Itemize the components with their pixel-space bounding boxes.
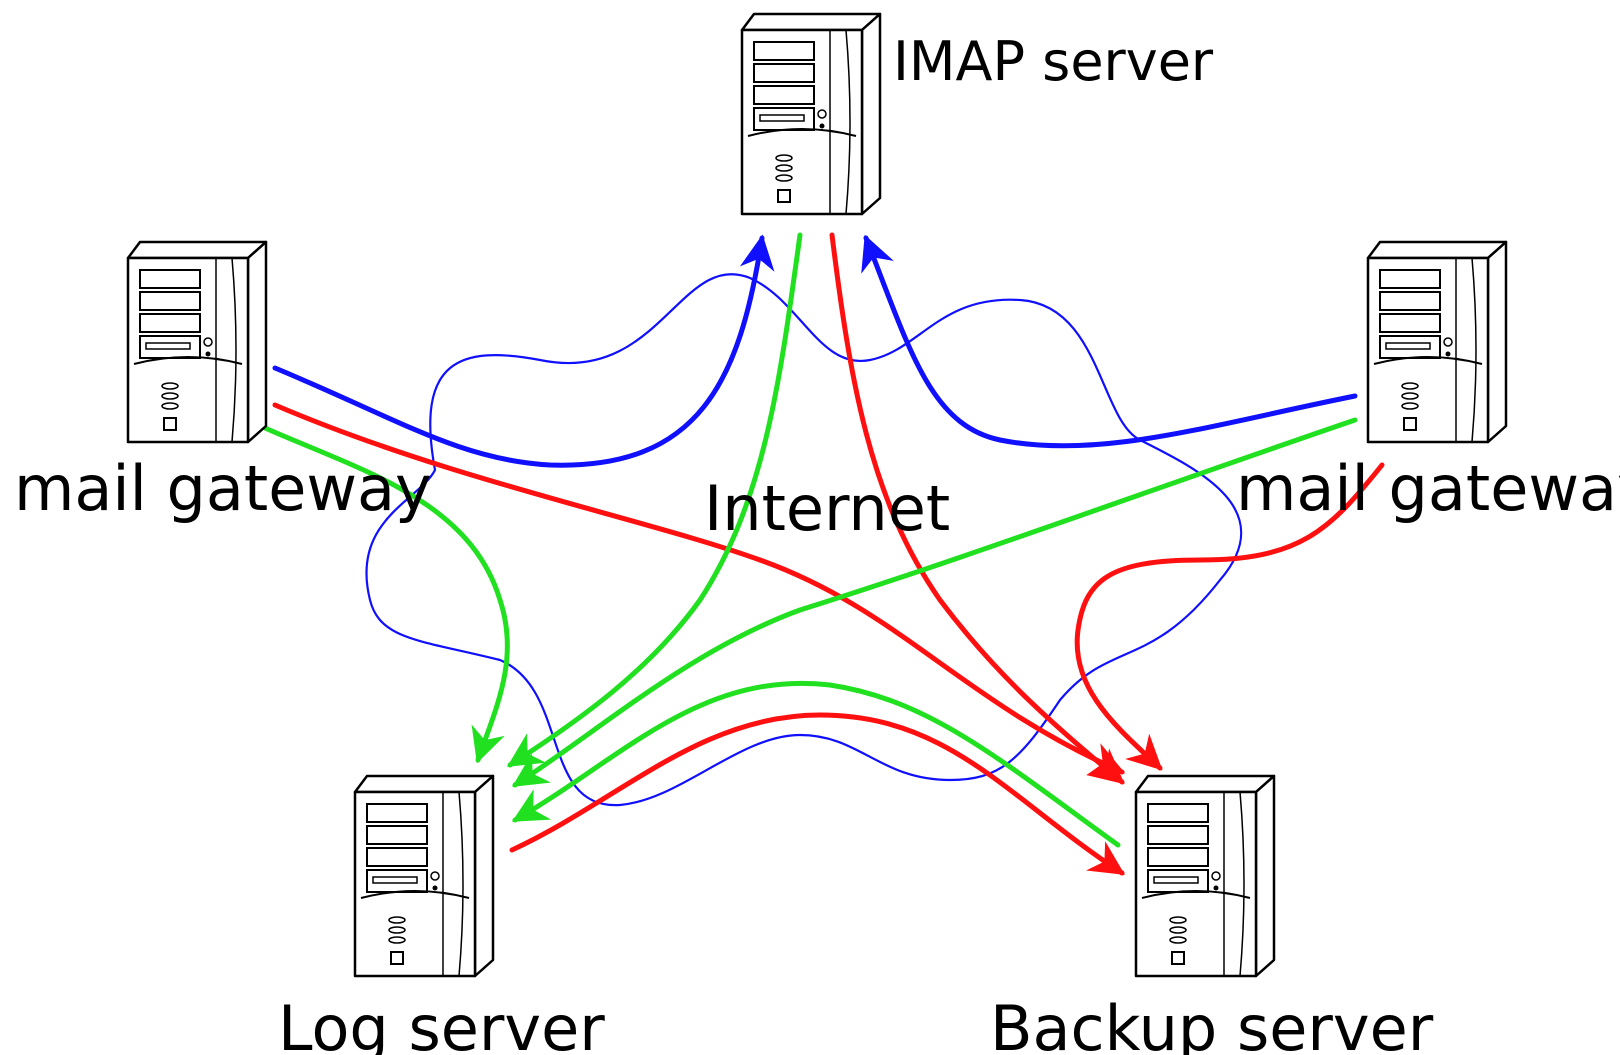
imap-to-log-green-line bbox=[507, 232, 803, 768]
right-gateway-to-backup-red-line bbox=[1074, 462, 1385, 771]
imap-server-label: IMAP server bbox=[893, 30, 1214, 93]
left-gateway-to-backup-red-line bbox=[272, 402, 1126, 776]
right-mail-gateway-label: mail gateway bbox=[1236, 452, 1620, 525]
imap-to-backup-red-line bbox=[829, 232, 1125, 785]
flow-lines bbox=[262, 232, 1385, 876]
right-mail-gateway-node: mail gateway bbox=[1236, 240, 1620, 525]
right-gateway-to-log-green-line bbox=[512, 417, 1358, 788]
backup-server-node: Backup server bbox=[990, 774, 1434, 1055]
left-mail-gateway-node: mail gateway bbox=[14, 240, 432, 525]
log-to-backup-red-line bbox=[509, 712, 1125, 876]
backup-to-log-green-line bbox=[511, 681, 1121, 848]
imap-server-node: IMAP server bbox=[740, 12, 1214, 216]
left-gateway-to-log-green-line bbox=[262, 425, 510, 764]
right-gateway-to-imap-line bbox=[861, 234, 1358, 449]
server-tower-icon bbox=[1366, 240, 1508, 444]
server-tower-icon bbox=[126, 240, 268, 444]
backup-server-label: Backup server bbox=[990, 992, 1434, 1055]
log-server-label: Log server bbox=[278, 992, 605, 1055]
left-mail-gateway-label: mail gateway bbox=[14, 452, 432, 525]
log-server-node: Log server bbox=[278, 774, 605, 1055]
server-tower-icon bbox=[1134, 774, 1276, 978]
internet-label: Internet bbox=[704, 472, 950, 545]
server-tower-icon bbox=[353, 774, 495, 978]
internet-loop-line bbox=[365, 273, 1243, 807]
left-gateway-to-imap-line bbox=[272, 234, 775, 468]
server-tower-icon bbox=[740, 12, 882, 216]
